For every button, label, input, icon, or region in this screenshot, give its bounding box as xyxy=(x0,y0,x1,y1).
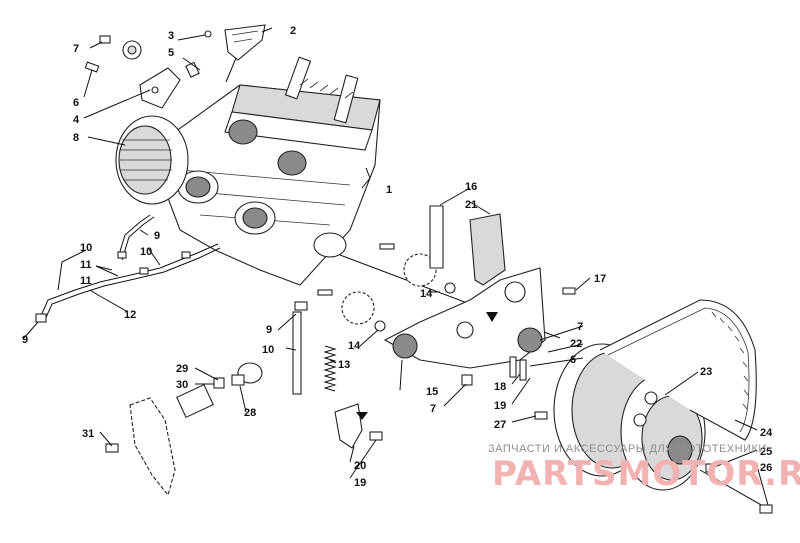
callout-31: 31 xyxy=(82,428,94,440)
callout-17: 17 xyxy=(594,273,606,285)
engine-mount-left xyxy=(105,362,263,497)
callout-19a: 19 xyxy=(494,400,506,412)
leader-lines xyxy=(23,27,769,506)
callout-24: 24 xyxy=(760,427,773,439)
callout-1: 1 xyxy=(386,184,392,196)
callout-16: 16 xyxy=(465,181,477,193)
watermark-caption: ЗАПЧАСТИ И АКСЕССУАРЫ ДЛЯ МОТОТЕХНИКИ xyxy=(488,443,767,455)
starter-handle xyxy=(204,24,266,83)
callout-6a: 6 xyxy=(73,97,79,109)
fuel-hoses xyxy=(35,214,308,395)
callout-6b: 6 xyxy=(570,354,576,366)
callout-21: 21 xyxy=(465,199,477,211)
upper-bracket xyxy=(84,35,200,109)
callout-18: 18 xyxy=(494,381,506,393)
callout-8: 8 xyxy=(73,132,79,144)
callout-11a: 11 xyxy=(80,259,92,271)
callout-labels: 2 3 5 7 6 4 8 1 9 10 10 11 11 12 9 9 10 … xyxy=(22,25,773,489)
callout-30: 30 xyxy=(176,379,188,391)
callout-10c: 10 xyxy=(262,344,274,356)
callout-28: 28 xyxy=(244,407,256,419)
callout-26: 26 xyxy=(760,462,772,474)
drive-belt xyxy=(599,299,757,441)
callout-7b: 7 xyxy=(430,403,436,415)
callout-29: 29 xyxy=(176,363,188,375)
small-bracket xyxy=(334,403,383,449)
callout-10a: 10 xyxy=(140,246,152,258)
callout-19b: 19 xyxy=(354,477,366,489)
callout-10b: 10 xyxy=(80,242,92,254)
callout-4: 4 xyxy=(73,114,80,126)
callout-11b: 11 xyxy=(80,275,92,287)
callout-23: 23 xyxy=(700,366,712,378)
callout-7a: 7 xyxy=(73,43,79,55)
callout-13: 13 xyxy=(338,359,350,371)
watermark-logo-text: PARTSMOTOR.RU xyxy=(492,454,800,494)
callout-7c: 7 xyxy=(577,321,583,333)
callout-9a: 9 xyxy=(154,230,160,242)
callout-14a: 14 xyxy=(420,288,433,300)
callout-5: 5 xyxy=(168,47,174,59)
recoil-starter xyxy=(115,115,189,205)
callout-14b: 14 xyxy=(348,340,361,352)
spring xyxy=(323,345,337,392)
callout-3: 3 xyxy=(168,30,174,42)
callout-15: 15 xyxy=(426,386,438,398)
callout-12: 12 xyxy=(124,309,136,321)
callout-2: 2 xyxy=(290,25,296,37)
idler-washers xyxy=(317,243,456,332)
engine-block xyxy=(149,56,561,339)
callout-25: 25 xyxy=(760,446,772,458)
rear-brackets xyxy=(429,205,576,295)
callout-27: 27 xyxy=(494,419,506,431)
callout-9c: 9 xyxy=(266,324,272,336)
callout-9b: 9 xyxy=(22,334,28,346)
callout-20: 20 xyxy=(354,460,366,472)
engine-mount-plate xyxy=(383,267,546,386)
callout-22: 22 xyxy=(570,338,582,350)
